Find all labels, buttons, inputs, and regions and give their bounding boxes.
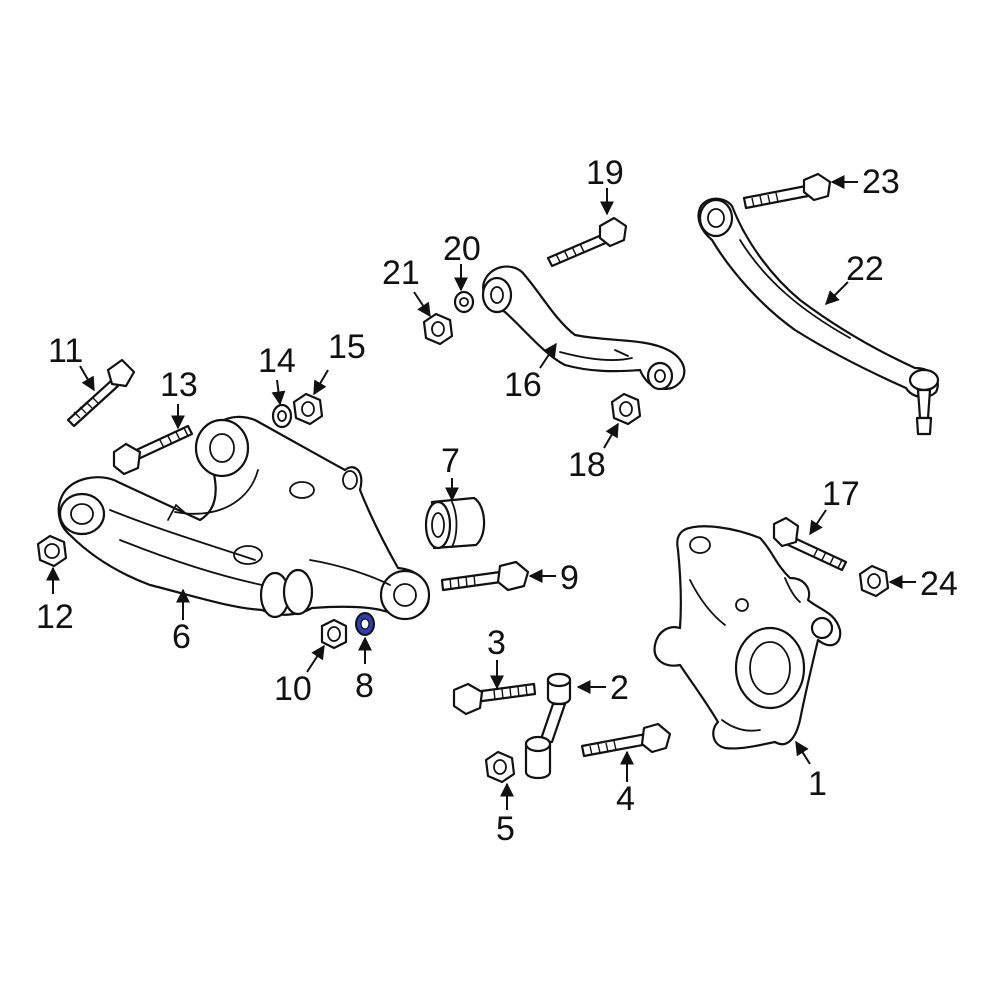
washer-part-8[interactable] bbox=[355, 612, 375, 636]
nut-part-5[interactable] bbox=[484, 750, 516, 784]
callout-22: 22 bbox=[846, 250, 884, 288]
leader-11 bbox=[79, 365, 95, 392]
control-link-part-22[interactable] bbox=[697, 197, 940, 436]
lower-control-arm-part-6[interactable] bbox=[57, 415, 431, 621]
callout-19: 19 bbox=[586, 154, 624, 192]
bolt-part-3[interactable] bbox=[452, 682, 537, 716]
callout-10: 10 bbox=[274, 670, 312, 708]
callout-18: 18 bbox=[568, 446, 606, 484]
leader-17 bbox=[809, 509, 827, 536]
knuckle-part-1[interactable] bbox=[653, 525, 842, 750]
upper-control-arm-part-16[interactable] bbox=[481, 265, 686, 391]
callout-9: 9 bbox=[560, 559, 579, 597]
bolt-part-23[interactable] bbox=[742, 172, 832, 210]
leader-22 bbox=[825, 281, 849, 305]
callout-2: 2 bbox=[610, 669, 629, 707]
bolt-part-11[interactable] bbox=[66, 358, 136, 428]
leader-18 bbox=[603, 422, 619, 449]
callout-14: 14 bbox=[258, 342, 296, 380]
callout-23: 23 bbox=[862, 163, 900, 201]
bolt-part-17[interactable] bbox=[772, 516, 848, 572]
callout-labels: 1 2 3 4 5 6 7 8 9 10 11 12 13 14 15 16 1… bbox=[36, 154, 958, 848]
callout-20: 20 bbox=[443, 230, 481, 268]
nut-part-18[interactable] bbox=[610, 392, 642, 426]
leader-1 bbox=[795, 740, 811, 765]
washer-part-20[interactable] bbox=[453, 290, 475, 314]
callout-17: 17 bbox=[822, 475, 860, 513]
nut-part-10[interactable] bbox=[320, 618, 348, 650]
callout-16: 16 bbox=[504, 366, 542, 404]
callout-13: 13 bbox=[160, 366, 198, 404]
callout-6: 6 bbox=[172, 618, 191, 656]
nut-part-12[interactable] bbox=[36, 534, 68, 568]
bolt-part-9[interactable] bbox=[440, 560, 530, 592]
callout-3: 3 bbox=[487, 624, 506, 662]
callout-5: 5 bbox=[496, 810, 515, 848]
callout-21: 21 bbox=[382, 254, 420, 292]
callout-4: 4 bbox=[616, 780, 635, 818]
callout-15: 15 bbox=[328, 328, 366, 366]
bolt-part-19[interactable] bbox=[546, 216, 628, 268]
leader-14 bbox=[271, 379, 286, 406]
leader-16 bbox=[539, 342, 557, 369]
leader-10 bbox=[306, 644, 325, 673]
callout-7: 7 bbox=[441, 442, 460, 480]
nut-part-21[interactable] bbox=[422, 312, 454, 346]
leader-21 bbox=[413, 291, 431, 318]
nut-part-15[interactable] bbox=[292, 392, 324, 426]
bolt-part-13[interactable] bbox=[112, 424, 194, 476]
callout-8: 8 bbox=[355, 667, 374, 705]
callout-12: 12 bbox=[36, 598, 74, 636]
bushing-part-7[interactable] bbox=[424, 496, 486, 550]
stabilizer-link-part-2[interactable] bbox=[524, 672, 572, 780]
callout-24: 24 bbox=[920, 565, 958, 603]
callout-11: 11 bbox=[48, 332, 83, 370]
nut-part-24[interactable] bbox=[858, 564, 890, 598]
leader-15 bbox=[313, 369, 329, 396]
callout-1: 1 bbox=[808, 765, 827, 803]
leader-lines bbox=[46, 175, 916, 810]
bolt-part-4[interactable] bbox=[580, 722, 672, 758]
washer-part-14[interactable] bbox=[271, 403, 293, 429]
